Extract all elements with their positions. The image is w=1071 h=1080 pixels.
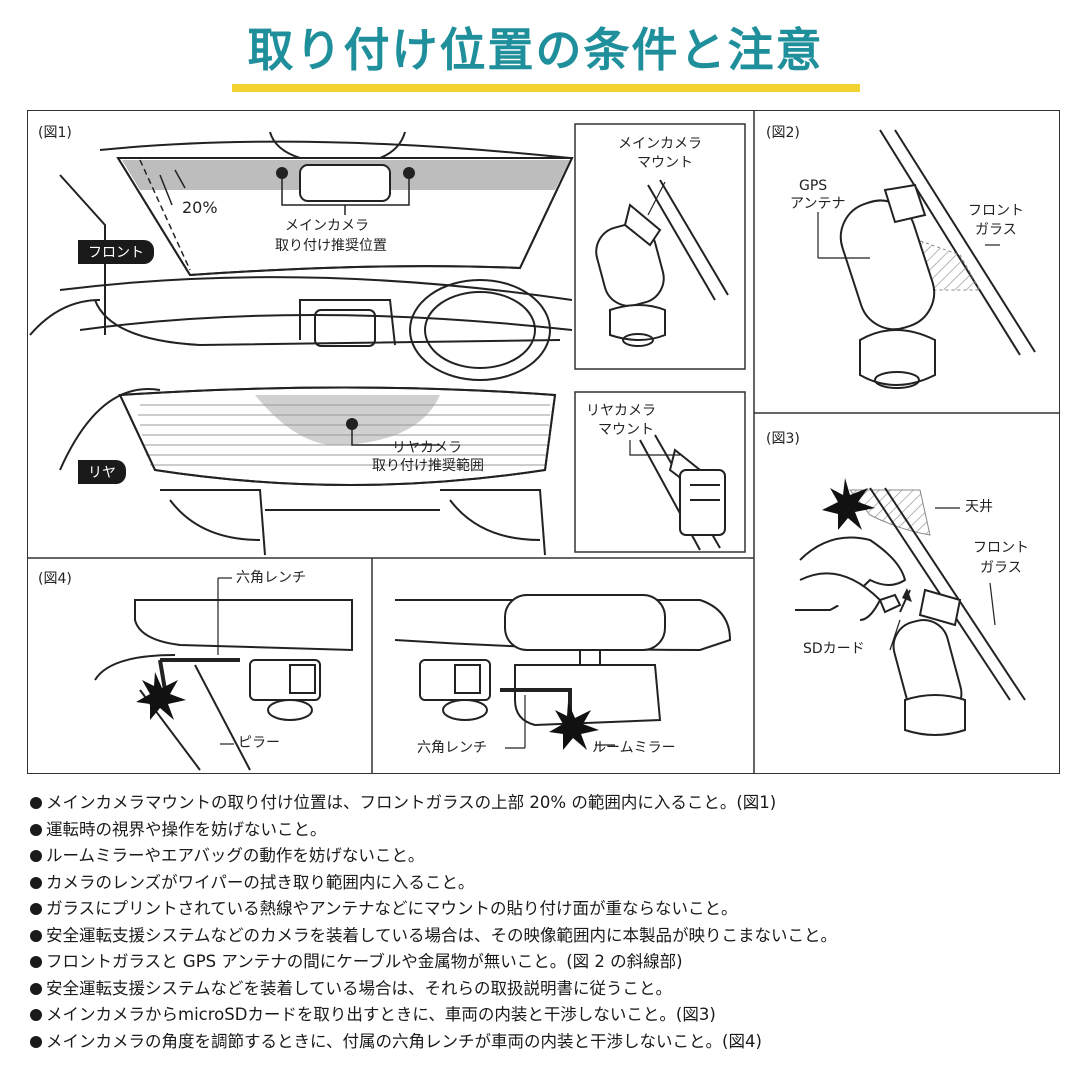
figure-frame	[27, 110, 1060, 774]
rear-mount-line2: マウント	[598, 422, 654, 438]
bullet-icon	[30, 850, 42, 862]
percent-arrows	[139, 159, 191, 271]
main-cam-pos-line1: メインカメラ	[285, 218, 369, 234]
note-item: ルームミラーやエアバッグの動作を妨げないこと。	[30, 843, 1065, 870]
fig1-label: (図1)	[38, 125, 72, 141]
pillar-label: ピラー	[238, 735, 280, 751]
ceiling-label: 天井	[965, 499, 993, 515]
wrench-right-label: 六角レンチ	[417, 740, 487, 756]
fig2-label: (図2)	[766, 125, 800, 141]
fig2-drawing	[839, 129, 1036, 389]
title-underline	[232, 84, 860, 92]
note-item: メインカメラからmicroSDカードを取り出すときに、車両の内装と干渉しないこと…	[30, 1002, 1065, 1029]
room-mirror-label: ルームミラー	[592, 740, 676, 756]
fig3-glass-line2: ガラス	[980, 560, 1022, 576]
note-item: 安全運転支援システムなどのカメラを装着している場合は、その映像範囲内に本製品が映…	[30, 923, 1065, 950]
note-item: ガラスにプリントされている熱線やアンテナなどにマウントの貼り付け面が重ならないこ…	[30, 896, 1065, 923]
note-item: フロントガラスと GPS アンテナの間にケーブルや金属物が無いこと。(図 2 の…	[30, 949, 1065, 976]
fig4-right-drawing	[394, 594, 732, 727]
bullet-icon	[30, 797, 42, 809]
note-item: カメラのレンズがワイパーの拭き取り範囲内に入ること。	[30, 870, 1065, 897]
front-tag: フロント	[78, 240, 154, 264]
note-item: 安全運転支援システムなどを装着している場合は、それらの取扱説明書に従うこと。	[30, 976, 1065, 1003]
fig3-drawing	[795, 487, 1026, 736]
page-title: 取り付け位置の条件と注意	[247, 23, 824, 77]
fig3-label: (図3)	[766, 431, 800, 447]
main-mount-line1: メインカメラ	[618, 136, 702, 152]
main-cam-pos-line2: 取り付け推奨位置	[275, 238, 387, 254]
rear-tag: リヤ	[78, 460, 126, 484]
fig2-glass-line1: フロント	[968, 203, 1024, 219]
bullet-icon	[30, 823, 42, 836]
front-windshield-drawing	[29, 131, 574, 381]
gps-line1: GPS	[799, 178, 828, 194]
note-item: 運転時の視界や操作を妨げないこと。	[30, 817, 1065, 844]
note-item: メインカメラの角度を調節するときに、付属の六角レンチが車両の内装と干渉しないこと…	[30, 1029, 1065, 1056]
gps-line2: アンテナ	[790, 196, 846, 212]
bullet-icon	[30, 1035, 42, 1048]
bullet-icon	[30, 1009, 42, 1021]
fig2-glass-line2: ガラス	[975, 222, 1017, 238]
fig4-label: (図4)	[38, 571, 72, 587]
bullet-icon	[30, 982, 42, 995]
bullet-icon	[30, 903, 42, 915]
fig3-glass-line1: フロント	[973, 540, 1029, 556]
fig4-left-drawing	[94, 599, 353, 771]
bullet-icon	[30, 956, 42, 968]
rear-cam-range-line1: リヤカメラ	[392, 440, 462, 456]
note-item: メインカメラマウントの取り付け位置は、フロントガラスの上部 20% の範囲内に入…	[30, 790, 1065, 817]
bullet-icon	[30, 929, 42, 942]
sd-card-label: SDカード	[803, 641, 865, 657]
notes-list: メインカメラマウントの取り付け位置は、フロントガラスの上部 20% の範囲内に入…	[30, 790, 1065, 1055]
rear-mount-line1: リヤカメラ	[586, 403, 656, 419]
wrench-left-label: 六角レンチ	[236, 570, 306, 586]
main-mount-line2: マウント	[637, 155, 693, 171]
rear-cam-range-line2: 取り付け推奨範囲	[372, 458, 484, 474]
bullet-icon	[30, 876, 42, 889]
percent-label: 20%	[182, 198, 218, 217]
